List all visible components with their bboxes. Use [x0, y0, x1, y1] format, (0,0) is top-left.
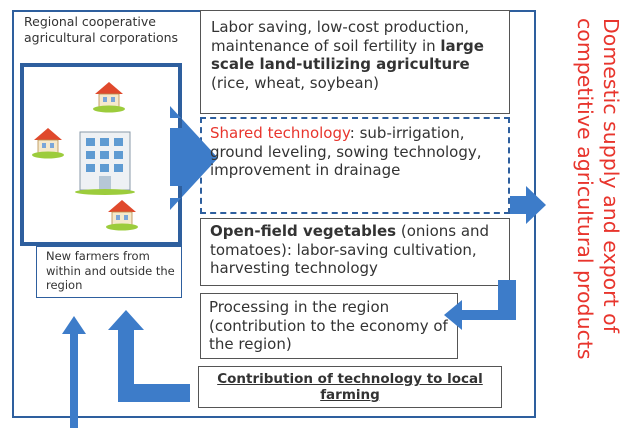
processing-box	[200, 293, 458, 359]
large-scale-line1: Labor saving, low-cost production, maint…	[211, 18, 470, 55]
new-farmers-box	[36, 246, 182, 298]
shared-technology-rest: : sub-irrigation, ground leveling, sowin…	[210, 124, 482, 179]
export-label-line1: Domestic supply and export of	[599, 18, 623, 333]
large-scale-bold: large scale land-utilizing agriculture	[211, 36, 484, 74]
contribution-text: Contribution of technology to local farm…	[217, 371, 483, 403]
building-icon	[75, 131, 135, 195]
main-arrow	[170, 128, 182, 186]
feedback-arrow	[108, 310, 190, 402]
shared-technology-text: Shared technology: sub-irrigation, groun…	[210, 124, 508, 180]
house-icon	[106, 200, 138, 231]
region-title: Regional cooperative agricultural corpor…	[24, 14, 179, 45]
large-scale-line2: (rice, wheat, soybean)	[211, 73, 379, 92]
vegetables-text: Open-field vegetables (onions and tomato…	[210, 222, 508, 278]
shared-technology-highlight: Shared technology	[210, 124, 350, 142]
processing-arrow	[444, 280, 516, 330]
large-scale-text: Labor saving, low-cost production, maint…	[211, 18, 507, 92]
processing-text: Processing in the region (contribution t…	[209, 298, 448, 353]
vegetables-rest: (onions and tomatoes): labor-saving cult…	[210, 222, 490, 277]
house-icon	[93, 82, 125, 113]
export-label-line2: competitive agricultural products	[573, 18, 597, 360]
export-label: Domestic supply and export of competitiv…	[560, 10, 638, 420]
vegetables-box	[200, 218, 510, 286]
large-scale-box	[200, 10, 510, 114]
vegetables-bold: Open-field vegetables	[210, 222, 397, 240]
export-arrow	[510, 186, 546, 224]
contribution-box	[198, 366, 502, 408]
incoming-arrow	[62, 316, 86, 428]
new-farmers-label: New farmers from within and outside the …	[46, 249, 175, 292]
house-icon	[32, 128, 64, 159]
main-arrow-head	[170, 106, 218, 210]
shared-technology-box	[200, 117, 510, 214]
